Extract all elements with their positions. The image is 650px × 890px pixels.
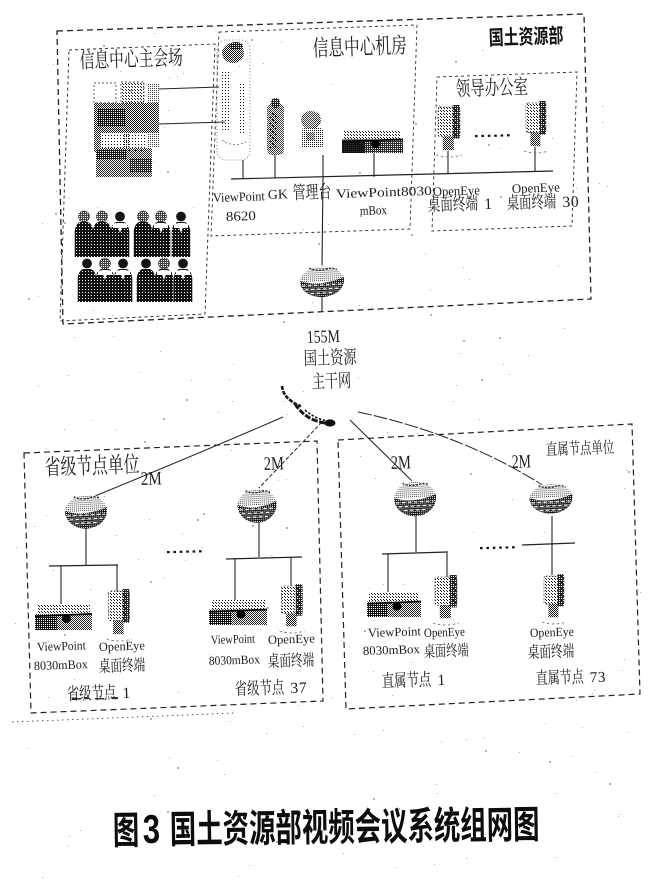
svg-text:7: 7 (299, 680, 308, 697)
svg-text:7: 7 (589, 670, 598, 686)
svg-text:OpenEye: OpenEye (530, 625, 575, 640)
svg-text:8030mBox: 8030mBox (34, 657, 89, 673)
svg-text:1: 1 (122, 685, 130, 702)
svg-text:2M: 2M (390, 451, 411, 473)
svg-text:OpenEye: OpenEye (99, 638, 146, 654)
svg-text:0: 0 (571, 194, 580, 211)
svg-text:8030mBox: 8030mBox (209, 652, 261, 668)
svg-text:3: 3 (290, 680, 299, 697)
svg-text:ViewPoint: ViewPoint (37, 638, 87, 654)
svg-text:3: 3 (562, 194, 571, 211)
svg-text:2M: 2M (140, 467, 162, 489)
svg-text:OpenEye: OpenEye (433, 182, 481, 199)
svg-text:OpenEye: OpenEye (268, 631, 316, 647)
svg-text:8030mBox: 8030mBox (363, 642, 421, 658)
svg-text:2M: 2M (263, 452, 284, 474)
svg-text:3: 3 (598, 670, 606, 686)
svg-text:3: 3 (142, 806, 160, 852)
svg-text:mBox: mBox (360, 202, 388, 218)
svg-text:1: 1 (484, 196, 492, 213)
svg-text:ViewPoint: ViewPoint (211, 632, 256, 647)
svg-text:ViewPoint8030: ViewPoint8030 (336, 183, 432, 201)
svg-text:OpenEye: OpenEye (512, 179, 561, 196)
svg-text:ViewPoint: ViewPoint (368, 624, 422, 640)
svg-text:OpenEye: OpenEye (424, 625, 466, 640)
svg-text:GK: GK (268, 186, 289, 202)
svg-text:ViewPoint: ViewPoint (213, 188, 266, 205)
svg-text:155M: 155M (306, 325, 340, 347)
svg-text:8620: 8620 (226, 208, 257, 224)
svg-text:2M: 2M (511, 450, 531, 472)
svg-text:1: 1 (437, 672, 445, 689)
